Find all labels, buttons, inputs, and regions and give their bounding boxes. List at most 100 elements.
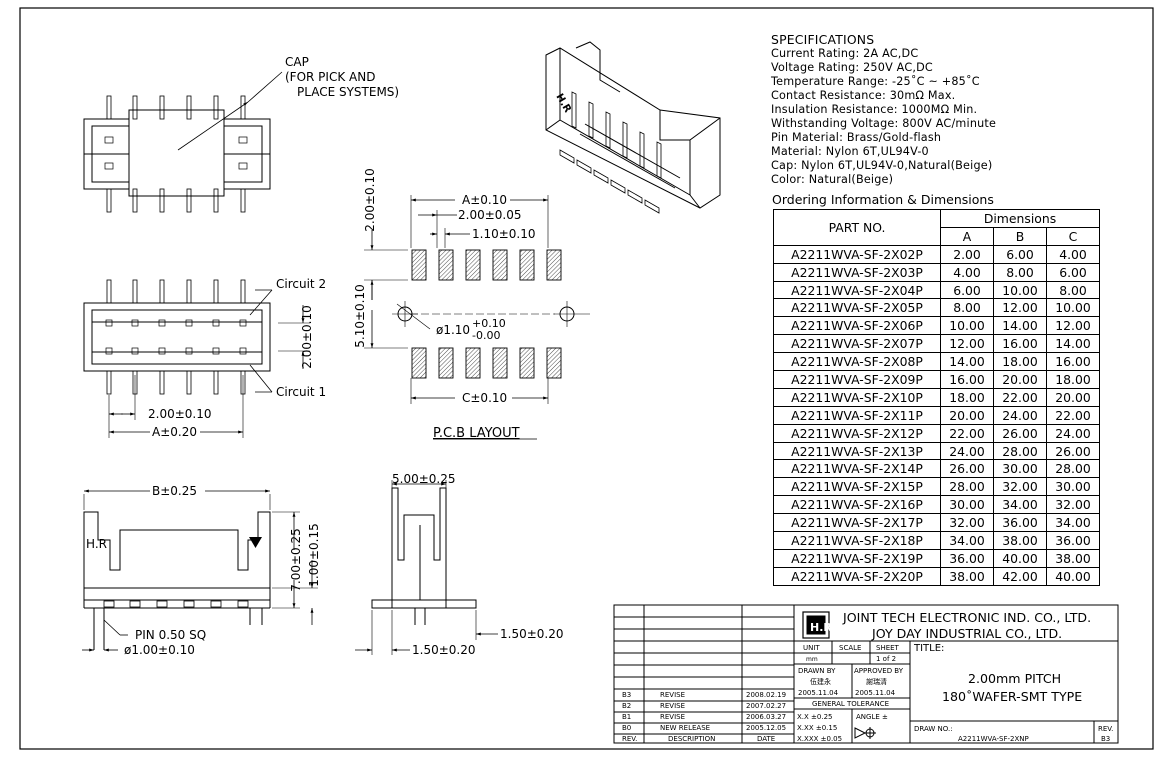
rev-value: B3 bbox=[1101, 735, 1110, 743]
pin-top bbox=[213, 95, 219, 120]
approved-by-label: APPROVED BY bbox=[854, 667, 904, 675]
rev-code: B0 bbox=[622, 724, 631, 732]
scale-label: SCALE bbox=[839, 644, 861, 652]
contact-row-2 bbox=[158, 319, 166, 327]
part-number-cell: A2211WVA-SF-2X10P bbox=[773, 387, 941, 407]
dimension-cell: 34.00 bbox=[1046, 513, 1100, 533]
pin-bottom bbox=[132, 188, 138, 213]
sheet-label: SHEET bbox=[876, 644, 900, 652]
dimension-cell: 22.00 bbox=[1046, 405, 1100, 425]
pin-bottom bbox=[186, 370, 192, 395]
pcb-pad bbox=[465, 347, 481, 379]
dimension-cell: 12.00 bbox=[940, 334, 994, 354]
cap-label-1: CAP bbox=[285, 55, 309, 69]
dimensions-header: Dimensions bbox=[940, 209, 1100, 228]
specifications-block: SPECIFICATIONS Current Rating: 2A AC,DC … bbox=[771, 33, 996, 187]
pin1-marker-icon bbox=[249, 537, 262, 548]
top-view-without-cap bbox=[83, 279, 310, 438]
pcb-pad bbox=[411, 347, 427, 379]
top-view-with-cap bbox=[83, 71, 283, 213]
draw-no-label: DRAW NO.: bbox=[914, 725, 953, 733]
iso-pin bbox=[622, 121, 628, 159]
iso-lead bbox=[610, 179, 626, 194]
rev-date: 2006.03.27 bbox=[746, 713, 786, 721]
iso-hr-mark: H.R bbox=[553, 92, 573, 115]
spec-line: Insulation Resistance: 1000MΩ Min. bbox=[771, 103, 978, 116]
pin-top bbox=[186, 279, 192, 304]
pin-bottom bbox=[159, 370, 165, 395]
part-number-cell: A2211WVA-SF-2X03P bbox=[773, 262, 941, 282]
rev-label: REV. bbox=[1098, 725, 1113, 733]
part-number-cell: A2211WVA-SF-2X17P bbox=[773, 513, 941, 533]
pin-bottom bbox=[186, 188, 192, 213]
dimension-cell: 14.00 bbox=[993, 316, 1047, 336]
spec-line: Temperature Range: -25˚C ~ +85˚C bbox=[771, 75, 980, 88]
dimension-cell: 32.00 bbox=[1046, 495, 1100, 515]
dim-700: 7.00±0.25 bbox=[289, 528, 303, 592]
dimension-cell: 20.00 bbox=[993, 370, 1047, 389]
pin-bottom bbox=[213, 370, 219, 395]
rev-date: 2008.02.19 bbox=[746, 691, 786, 699]
pcb-pad bbox=[411, 249, 427, 281]
pin-top bbox=[106, 95, 112, 120]
rev-code: B2 bbox=[622, 702, 631, 710]
dimension-cell: 26.00 bbox=[1046, 441, 1100, 461]
iso-lead bbox=[593, 169, 609, 184]
front-view bbox=[82, 489, 318, 652]
pin-bottom bbox=[106, 370, 112, 395]
dimension-cell: 22.00 bbox=[993, 387, 1047, 407]
dimension-cell: 40.00 bbox=[1046, 566, 1100, 586]
contact-row-1 bbox=[105, 347, 113, 355]
pcb-layout-title: P.C.B LAYOUT bbox=[433, 426, 520, 441]
spec-line: Color: Natural(Beige) bbox=[771, 173, 894, 186]
pick-place-cap bbox=[128, 109, 225, 197]
pin-contact bbox=[104, 136, 114, 144]
iso-lead bbox=[627, 189, 643, 204]
dim-hole-plus: +0.10 bbox=[472, 317, 506, 330]
dimension-cell: 36.00 bbox=[1046, 531, 1100, 550]
dimension-cell: 34.00 bbox=[993, 495, 1047, 515]
col-c-header: C bbox=[1046, 226, 1100, 246]
iso-pin bbox=[588, 101, 594, 139]
dimension-cell: 22.00 bbox=[940, 423, 994, 443]
dimension-cell: 36.00 bbox=[993, 513, 1047, 533]
part-number-cell: A2211WVA-SF-2X04P bbox=[773, 280, 941, 300]
dimension-cell: 34.00 bbox=[940, 531, 994, 550]
dimension-cell: 40.00 bbox=[993, 548, 1047, 568]
circuit-2-label: Circuit 2 bbox=[276, 277, 326, 291]
part-number-cell: A2211WVA-SF-2X13P bbox=[773, 441, 941, 461]
dimension-cell: 18.00 bbox=[940, 387, 994, 407]
pin-cross-section bbox=[183, 600, 195, 608]
pin-top bbox=[240, 95, 246, 120]
col-b-header: B bbox=[993, 226, 1047, 246]
title-label: TITLE: bbox=[913, 643, 944, 654]
hr-logo-label: H.R bbox=[86, 537, 107, 551]
pcb-pad bbox=[519, 249, 535, 281]
sheet-border bbox=[19, 7, 1154, 750]
iso-lead bbox=[644, 199, 660, 214]
dimension-cell: 28.00 bbox=[940, 477, 994, 497]
rev-code: B3 bbox=[622, 691, 631, 699]
title-block bbox=[613, 604, 1119, 744]
dimension-cell: 8.00 bbox=[940, 298, 994, 318]
unit-label: UNIT bbox=[803, 644, 820, 652]
part-number-cell: A2211WVA-SF-2X18P bbox=[773, 531, 941, 550]
dimension-cell: 6.00 bbox=[940, 280, 994, 300]
iso-pin bbox=[656, 141, 662, 179]
pin-top bbox=[106, 279, 112, 304]
part-number-cell: A2211WVA-SF-2X02P bbox=[773, 244, 941, 264]
part-number-cell: A2211WVA-SF-2X15P bbox=[773, 477, 941, 497]
company-name-2: JOY DAY INDUSTRIAL CO., LTD. bbox=[871, 626, 1062, 641]
approved-date: 2005.11.04 bbox=[855, 689, 896, 697]
tolerance-3: X.XXX ±0.05 bbox=[797, 735, 842, 743]
ordering-title: Ordering Information & Dimensions bbox=[772, 192, 994, 207]
